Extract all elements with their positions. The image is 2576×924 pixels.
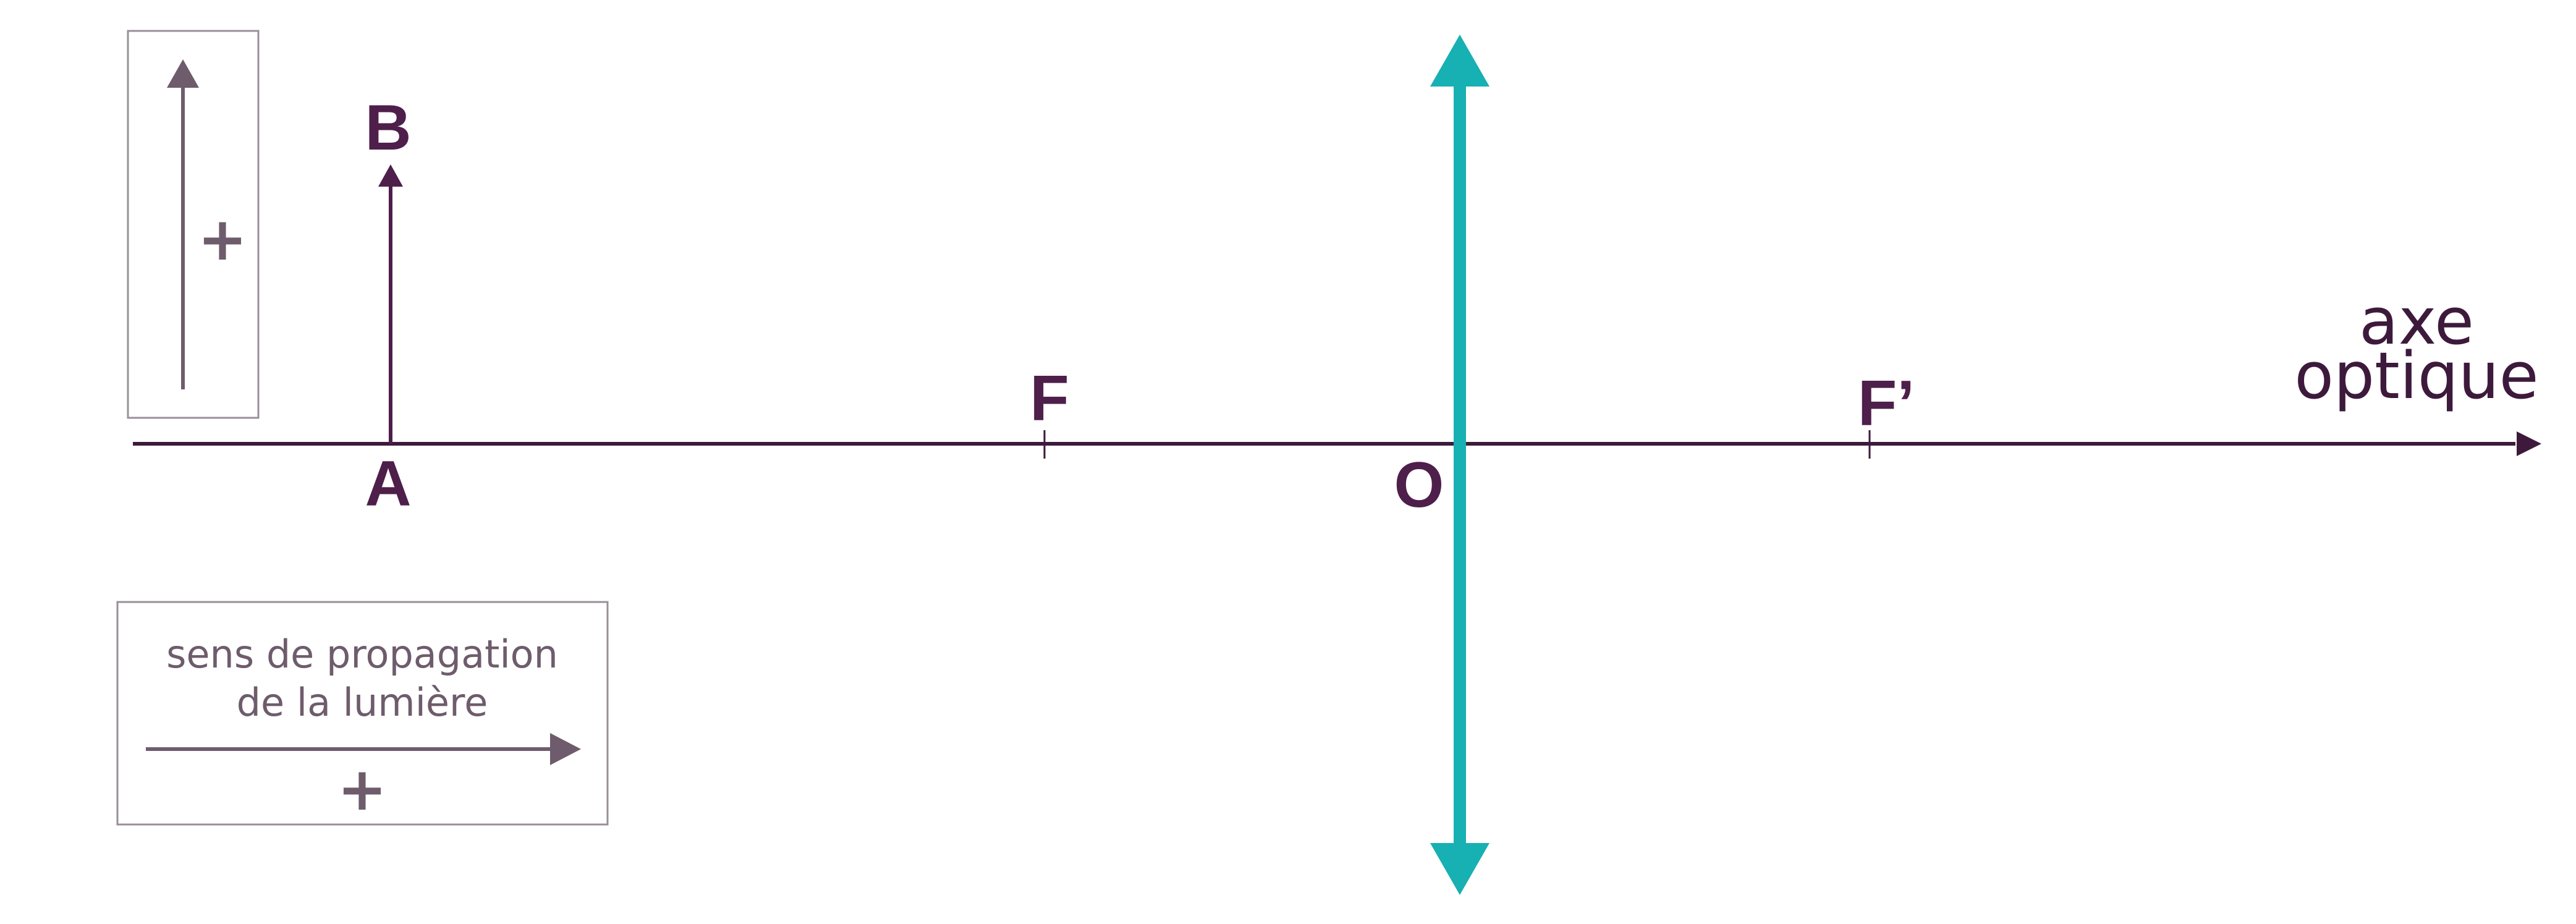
converging-lens	[1430, 35, 1489, 895]
legend-vertical-box	[127, 30, 260, 419]
legend-vertical-sign: +	[127, 30, 260, 419]
object-arrowhead	[378, 164, 403, 187]
legend-propagation-plus: +	[337, 755, 387, 824]
label-point-b: B	[365, 92, 411, 164]
optical-axis-label-line2: optique	[2294, 338, 2538, 413]
legend-propagation-arrowhead	[550, 733, 581, 765]
label-point-f: F	[1030, 363, 1069, 434]
object-arrow-ab	[378, 164, 403, 444]
label-point-a: A	[365, 448, 411, 520]
legend-propagation-line2: de la lumière	[237, 680, 488, 725]
legend-vertical-arrowhead	[167, 59, 199, 88]
optical-axis-arrowhead	[2517, 431, 2541, 456]
lens-bottom-arrowhead	[1430, 843, 1489, 895]
legend-propagation: sens de propagation de la lumière +	[116, 601, 609, 826]
legend-vertical-plus: +	[198, 205, 247, 274]
optical-axis-label-line1: axe	[2359, 284, 2474, 359]
label-point-f-prime: F’	[1858, 368, 1915, 439]
legend-propagation-line1: sens de propagation	[166, 632, 558, 677]
label-point-o: O	[1394, 449, 1444, 521]
optical-axis	[133, 431, 2541, 456]
legend-propagation-box	[116, 601, 609, 826]
lens-top-arrowhead	[1430, 35, 1489, 87]
